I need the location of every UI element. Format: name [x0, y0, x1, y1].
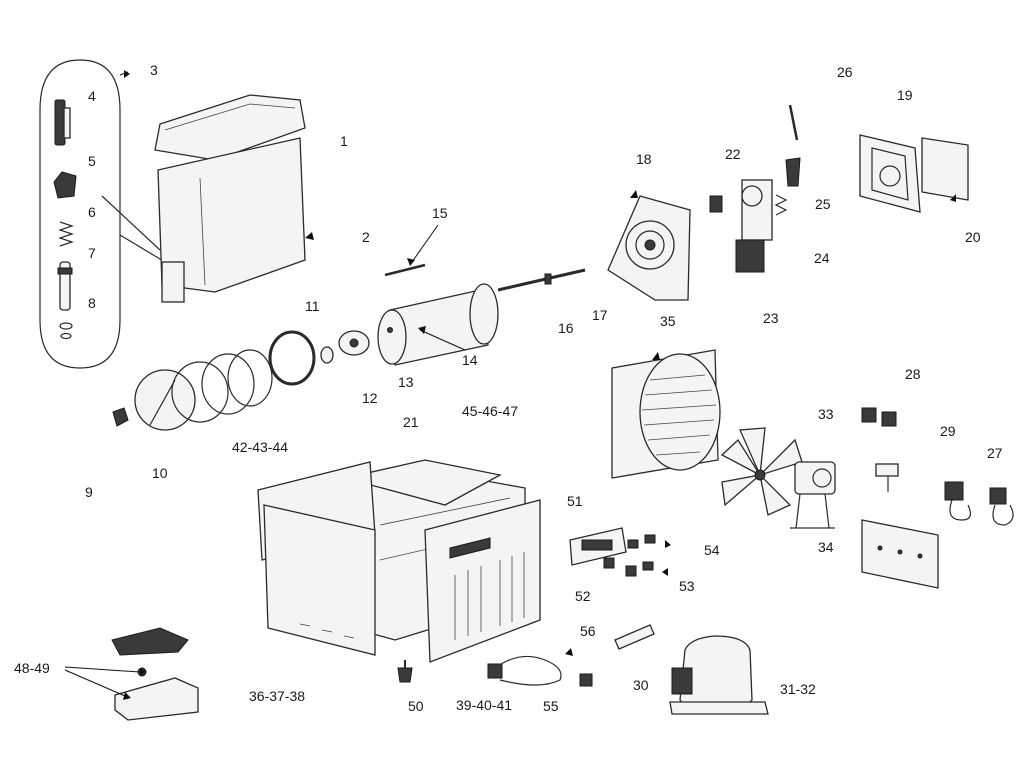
label-part-18: 18	[636, 151, 652, 167]
thermostat-part	[875, 463, 899, 492]
label-part-16: 16	[558, 320, 574, 336]
label-part-9: 9	[85, 484, 93, 500]
label-part-56: 56	[580, 623, 596, 639]
control-board-part	[569, 527, 627, 566]
label-part-35: 35	[660, 313, 676, 329]
bearing-part	[320, 346, 334, 364]
rear-panel-bracket-part	[859, 134, 921, 213]
label-part-17: 17	[592, 307, 608, 323]
label-part-22: 22	[725, 146, 741, 162]
leader-arrowheads	[123, 70, 956, 700]
drive-shaft-part	[497, 268, 586, 292]
evaporator-cylinder-part	[377, 283, 499, 366]
label-part-2: 2	[362, 229, 370, 245]
label-part-12: 12	[362, 390, 378, 406]
tap-seal-part	[59, 322, 73, 340]
label-part-50: 50	[408, 698, 424, 714]
label-part-53: 53	[679, 578, 695, 594]
label-part-15: 15	[432, 205, 448, 221]
label-part-55: 55	[543, 698, 559, 714]
label-part-42-43-44: 42-43-44	[232, 439, 289, 455]
label-part-13: 13	[398, 374, 414, 390]
power-cord-part	[487, 655, 562, 686]
label-part-23: 23	[763, 310, 779, 326]
label-part-45-46-47: 45-46-47	[462, 403, 519, 419]
label-part-10: 10	[152, 465, 168, 481]
fan-blade-part	[720, 427, 803, 516]
label-part-34: 34	[818, 539, 834, 555]
label-part-33: 33	[818, 406, 834, 422]
tap-lever-part	[53, 171, 77, 199]
label-part-20: 20	[965, 229, 981, 245]
pressure-switch-coil-part	[944, 481, 1014, 526]
label-part-1: 1	[340, 133, 348, 149]
label-part-14: 14	[462, 352, 478, 368]
compressor-part	[669, 635, 769, 715]
filter-sheet-part	[921, 137, 969, 201]
switch-connectors-part	[603, 534, 656, 577]
gear-motor-housing-part	[607, 195, 691, 301]
bowl-part	[157, 137, 306, 303]
label-part-30: 30	[633, 677, 649, 693]
tap-handle-part	[54, 99, 71, 146]
label-part-24: 24	[814, 250, 830, 266]
label-part-54: 54	[704, 542, 720, 558]
auger-nut-part	[112, 407, 129, 427]
label-part-5: 5	[88, 153, 96, 169]
label-part-8: 8	[88, 295, 96, 311]
label-part-19: 19	[897, 87, 913, 103]
strain-relief-part	[579, 673, 593, 687]
label-part-51: 51	[567, 493, 583, 509]
probe-pin-part	[384, 263, 426, 277]
side-panel-left-part	[257, 461, 376, 656]
foot-part	[397, 660, 413, 683]
tap-spring-part	[58, 221, 74, 247]
fan-motor-part	[790, 461, 836, 529]
tap-assembly-callout	[39, 59, 166, 369]
label-part-3: 3	[150, 62, 158, 78]
label-part-27: 27	[987, 445, 1003, 461]
label-part-7: 7	[88, 245, 96, 261]
label-part-6: 6	[88, 204, 96, 220]
label-part-52: 52	[575, 588, 591, 604]
drier-filter-part	[614, 624, 655, 650]
label-part-11: 11	[305, 298, 320, 314]
label-part-39-40-41: 39-40-41	[456, 697, 513, 713]
seal-ring-part	[338, 330, 370, 356]
mounting-plate-part	[861, 519, 939, 589]
label-part-31-32: 31-32	[780, 681, 816, 697]
label-part-25: 25	[815, 196, 831, 212]
gear-motor-part	[735, 179, 773, 273]
label-part-36-37-38: 36-37-38	[249, 688, 306, 704]
actuator-rod-part	[788, 104, 799, 141]
microswitch-part	[709, 195, 723, 213]
drip-tray-part	[111, 627, 189, 656]
bowl-gasket-part	[268, 330, 316, 386]
label-part-29: 29	[940, 423, 956, 439]
auger-spiral-part	[134, 349, 273, 431]
side-panel-right-part	[424, 499, 541, 663]
condenser-part	[611, 349, 721, 479]
tap-piston-part	[57, 261, 73, 311]
label-part-26: 26	[837, 64, 853, 80]
label-part-21: 21	[403, 414, 419, 430]
label-part-28: 28	[905, 366, 921, 382]
leader-lines	[64, 71, 466, 697]
drip-tray-base-part	[114, 667, 199, 721]
label-part-48-49: 48-49	[14, 660, 50, 676]
label-part-4: 4	[88, 88, 96, 104]
bowl-lid-part	[154, 94, 306, 161]
relay-part	[861, 407, 897, 427]
spring-lever-part	[774, 157, 801, 216]
